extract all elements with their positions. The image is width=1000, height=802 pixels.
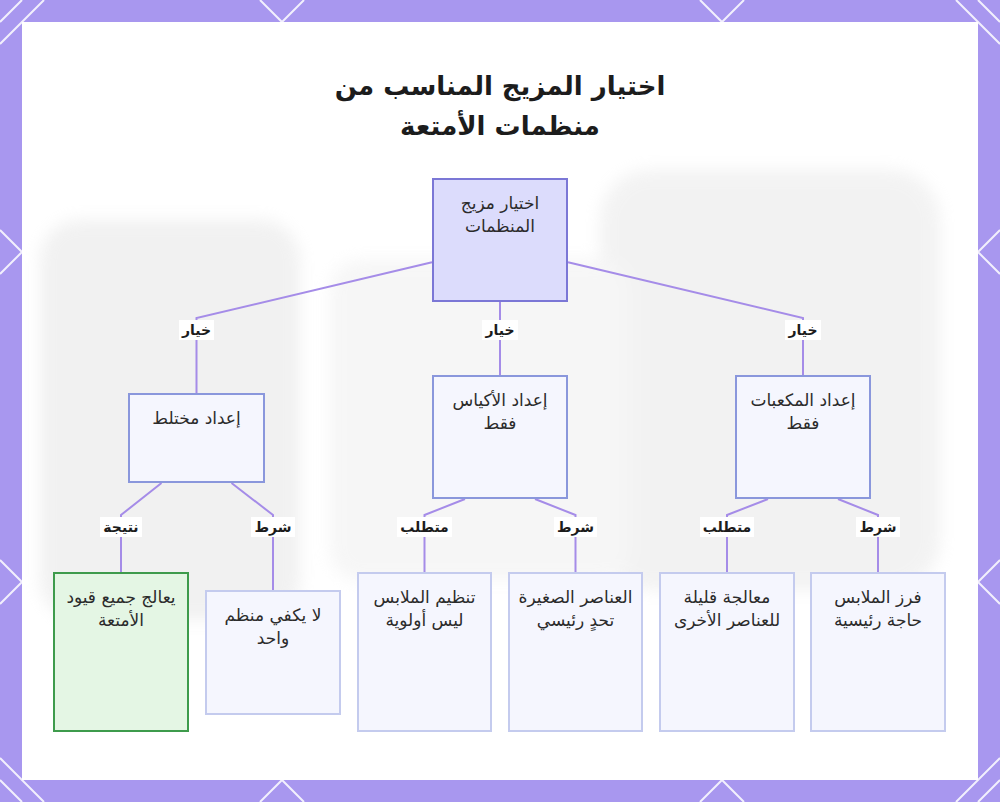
condition-box: لا يكفي منظم واحد xyxy=(205,590,341,715)
node-text: يعالج جميع قيود الأمتعة xyxy=(63,586,179,632)
edge-label: خيار xyxy=(482,320,517,340)
edge-label: شرط xyxy=(251,517,294,537)
connector xyxy=(197,262,433,393)
node-text: إعداد المكعبات فقط xyxy=(745,389,861,435)
edge-label: متطلب xyxy=(397,517,452,537)
node-text: العناصر الصغيرة تحدٍ رئيسي xyxy=(518,586,633,632)
edge-label: خيار xyxy=(785,320,820,340)
edge-label: متطلب xyxy=(700,517,755,537)
option-box: إعداد الأكياس فقط xyxy=(432,375,568,499)
node-text: فرز الملابس حاجة رئيسية xyxy=(820,586,936,632)
node-text: تنظيم الملابس ليس أولوية xyxy=(367,586,482,632)
connector xyxy=(568,262,803,375)
node-text: لا يكفي منظم واحد xyxy=(215,604,331,650)
requirement-box: تنظيم الملابس ليس أولوية xyxy=(357,572,492,732)
option-box: إعداد المكعبات فقط xyxy=(735,375,871,499)
edge-label: نتيجة xyxy=(100,517,141,537)
edge-label: شرط xyxy=(856,517,899,537)
result-box: يعالج جميع قيود الأمتعة xyxy=(53,572,189,732)
edge-label: خيار xyxy=(179,320,214,340)
requirement-box: معالجة قليلة للعناصر الأخرى xyxy=(659,572,795,732)
root-box: اختيار مزيج المنظمات xyxy=(432,178,568,302)
condition-box: فرز الملابس حاجة رئيسية xyxy=(810,572,946,732)
edge-label: شرط xyxy=(554,517,597,537)
option-box: إعداد مختلط xyxy=(128,393,265,483)
node-text: إعداد مختلط xyxy=(138,407,255,430)
node-text: إعداد الأكياس فقط xyxy=(442,389,558,435)
node-text: معالجة قليلة للعناصر الأخرى xyxy=(669,586,785,632)
diagram-title: اختيار المزيج المناسب من منظمات الأمتعة xyxy=(310,66,690,146)
node-text: اختيار مزيج المنظمات xyxy=(442,192,558,238)
condition-box: العناصر الصغيرة تحدٍ رئيسي xyxy=(508,572,643,732)
